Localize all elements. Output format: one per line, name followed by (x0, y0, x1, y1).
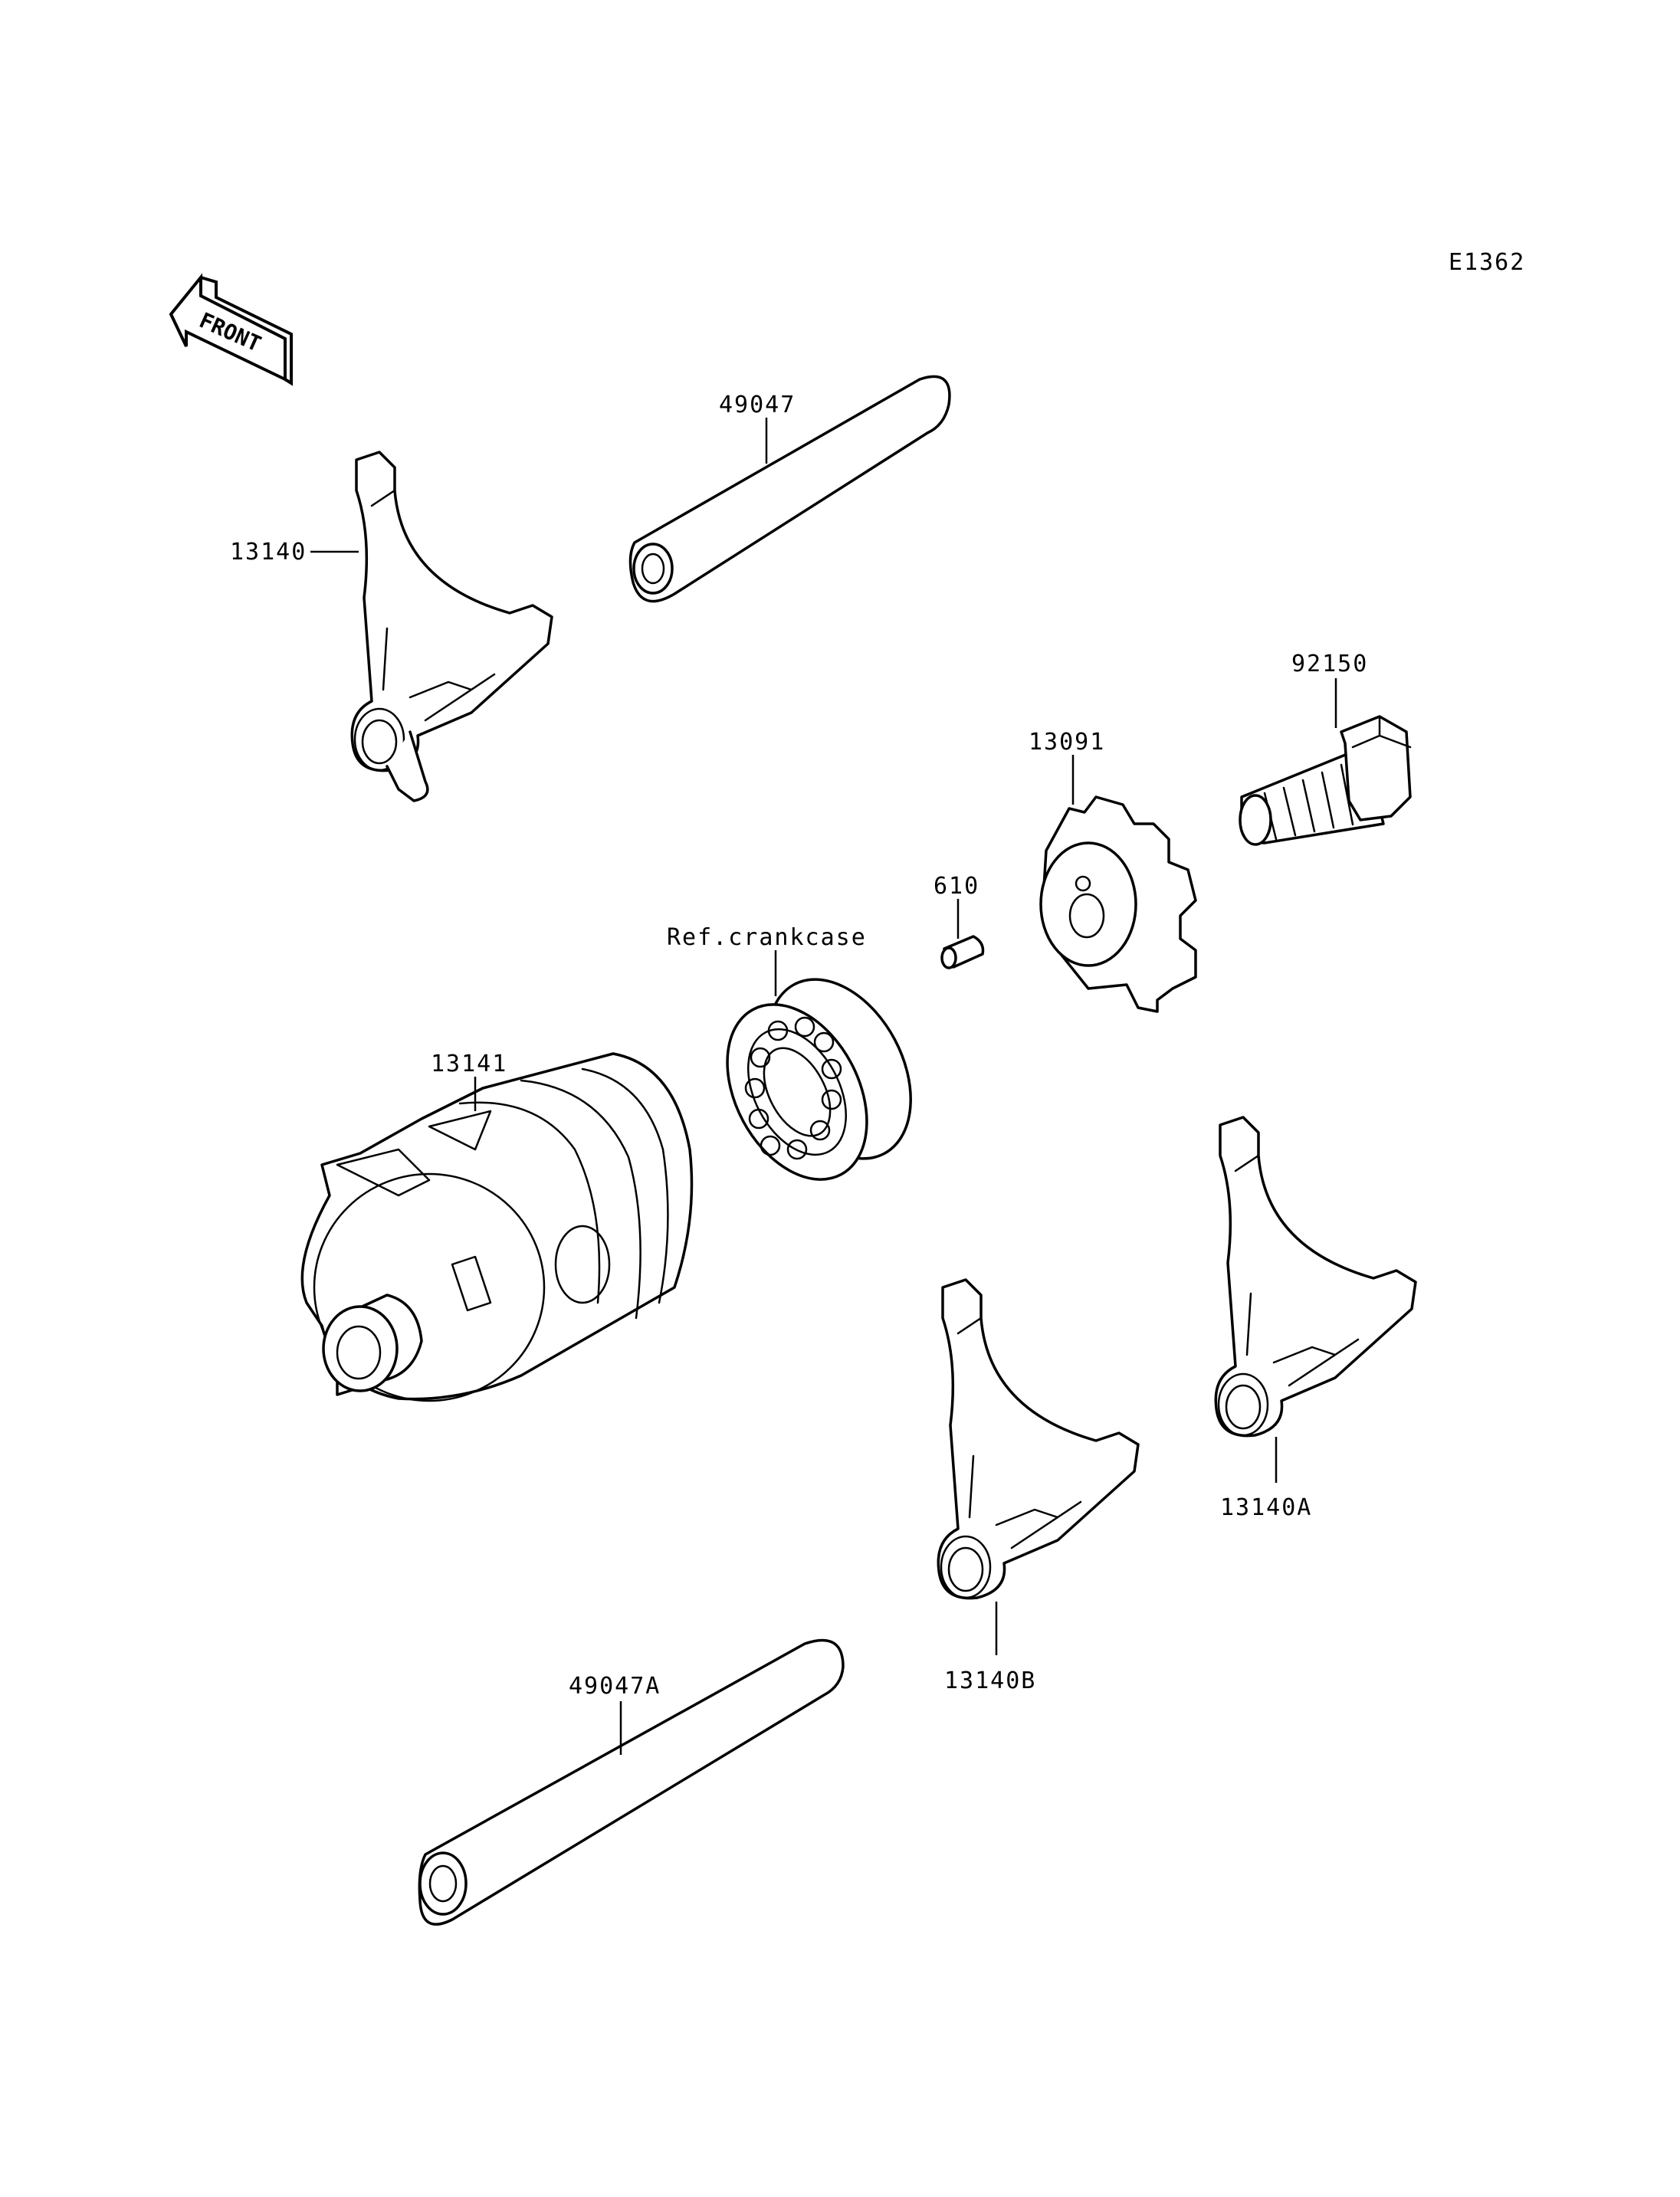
part-label-49047: 49047 (719, 392, 796, 418)
shift-fork-icon (937, 1278, 1140, 1600)
shift-fork-icon (350, 451, 553, 802)
part-label-13141: 13141 (431, 1051, 507, 1077)
part-label-ref-crankcase: Ref.crankcase (667, 924, 867, 951)
bearing-icon (726, 978, 912, 1181)
drum-cam-icon (1039, 795, 1197, 1013)
part-label-92150: 92150 (1291, 651, 1368, 677)
shift-drum-icon (300, 1052, 694, 1402)
part-label-13091: 13091 (1029, 729, 1105, 756)
diagram-code: E1362 (1449, 249, 1525, 276)
part-label-610: 610 (934, 873, 979, 900)
part-label-13140: 13140 (230, 539, 307, 566)
bolt-icon (1239, 715, 1412, 846)
part-label-13140a: 13140A (1220, 1494, 1312, 1521)
shift-rod-icon (418, 1638, 845, 1926)
part-label-49047a: 49047A (569, 1673, 661, 1700)
shift-rod-icon (628, 375, 951, 603)
shift-fork-icon (1214, 1116, 1417, 1438)
part-label-13140b: 13140B (944, 1667, 1036, 1694)
pin-icon (940, 935, 985, 969)
front-arrow-icon: FRONT (169, 273, 293, 386)
